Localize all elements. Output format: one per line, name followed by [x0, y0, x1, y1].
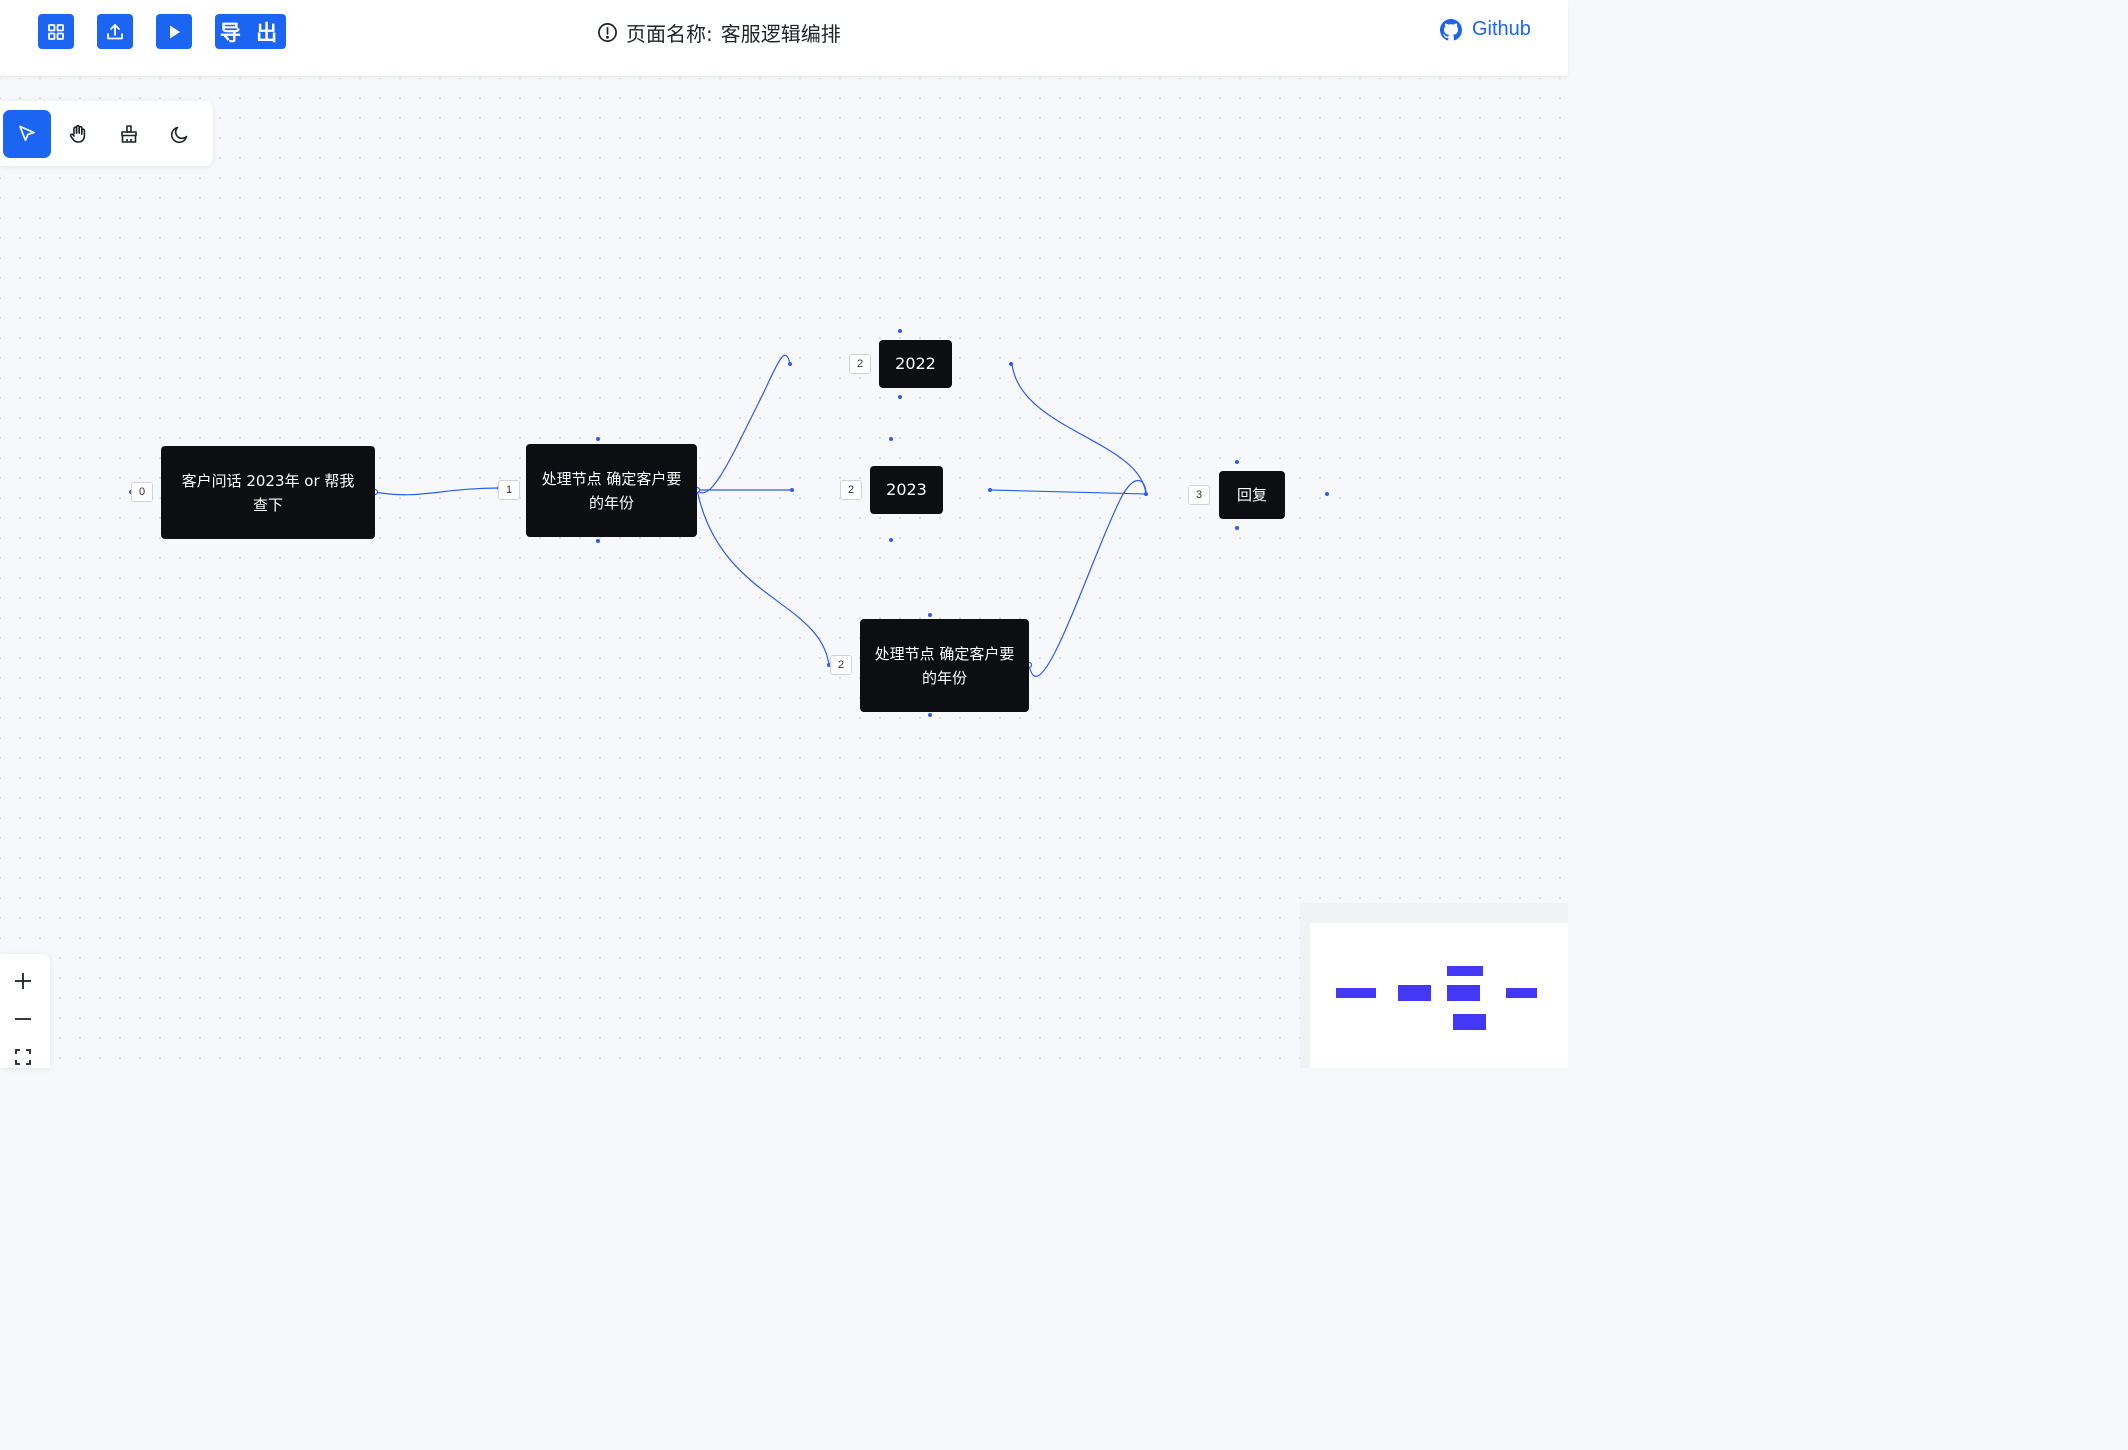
github-label: Github [1472, 18, 1531, 40]
minimap-node [1336, 988, 1376, 998]
node-label: 2022 [895, 354, 936, 373]
plus-icon [15, 973, 31, 989]
canvas-toolbar [0, 101, 213, 166]
flow-node-customer-question[interactable]: 客户问话 2023年 or 帮我查下 [161, 446, 375, 539]
flow-node-process[interactable]: 处理节点 确定客户要的年份 [526, 444, 697, 537]
minimap-node [1506, 988, 1537, 998]
grid-button[interactable] [38, 14, 74, 49]
minimap-node [1447, 966, 1483, 976]
zoom-in-button[interactable] [8, 966, 38, 996]
node-badge: 2 [849, 354, 871, 374]
page-name-value: 客服逻辑编排 [720, 22, 841, 46]
minimap-node [1453, 1014, 1486, 1030]
node-label: 客户问话 2023年 or 帮我查下 [181, 471, 355, 514]
minimap[interactable] [1300, 903, 1568, 1068]
flow-node-2023[interactable]: 2023 [870, 466, 943, 514]
moon-icon [170, 126, 188, 144]
node-label: 处理节点 确定客户要的年份 [541, 469, 682, 512]
play-icon [170, 25, 180, 38]
flow-node-process-2[interactable]: 处理节点 确定客户要的年份 [860, 619, 1029, 712]
app-header: 导 出 页面名称: 客服逻辑编排 Github [0, 0, 1568, 77]
node-badge: 2 [840, 480, 862, 500]
minimap-node [1447, 985, 1480, 1001]
zoom-out-button[interactable] [8, 1004, 38, 1034]
node-label: 回复 [1236, 486, 1267, 504]
hand-icon [69, 124, 86, 143]
flow-node-reply[interactable]: 回复 [1219, 471, 1285, 519]
upload-icon [107, 23, 123, 39]
node-badge: 0 [131, 482, 153, 502]
minus-icon [15, 1018, 31, 1020]
page-title: 页面名称: 客服逻辑编排 [597, 18, 841, 47]
clear-tool-button[interactable] [105, 110, 153, 158]
grid-icon [48, 23, 64, 40]
hand-tool-button[interactable] [54, 110, 102, 158]
broom-icon [121, 125, 137, 143]
fit-view-icon [15, 1049, 31, 1065]
info-icon [597, 22, 618, 43]
node-label: 处理节点 确定客户要的年份 [874, 644, 1015, 687]
node-label: 2023 [886, 480, 927, 499]
github-link[interactable]: Github [1440, 18, 1531, 41]
node-badge: 2 [830, 655, 852, 675]
page-name-label: 页面名称: [626, 22, 713, 46]
node-badge: 3 [1188, 485, 1210, 505]
export-button[interactable]: 导 出 [215, 14, 286, 49]
zoom-controls [0, 954, 50, 1068]
theme-tool-button[interactable] [156, 110, 204, 158]
node-badge: 1 [498, 480, 520, 500]
minimap-viewport[interactable] [1310, 923, 1568, 1068]
fit-view-button[interactable] [8, 1042, 38, 1072]
minimap-node [1398, 985, 1431, 1001]
flow-node-2022[interactable]: 2022 [879, 340, 952, 388]
pointer-tool-button[interactable] [3, 110, 51, 158]
pointer-icon [19, 125, 35, 142]
upload-button[interactable] [97, 14, 133, 49]
run-button[interactable] [156, 14, 192, 49]
github-icon [1440, 18, 1462, 40]
